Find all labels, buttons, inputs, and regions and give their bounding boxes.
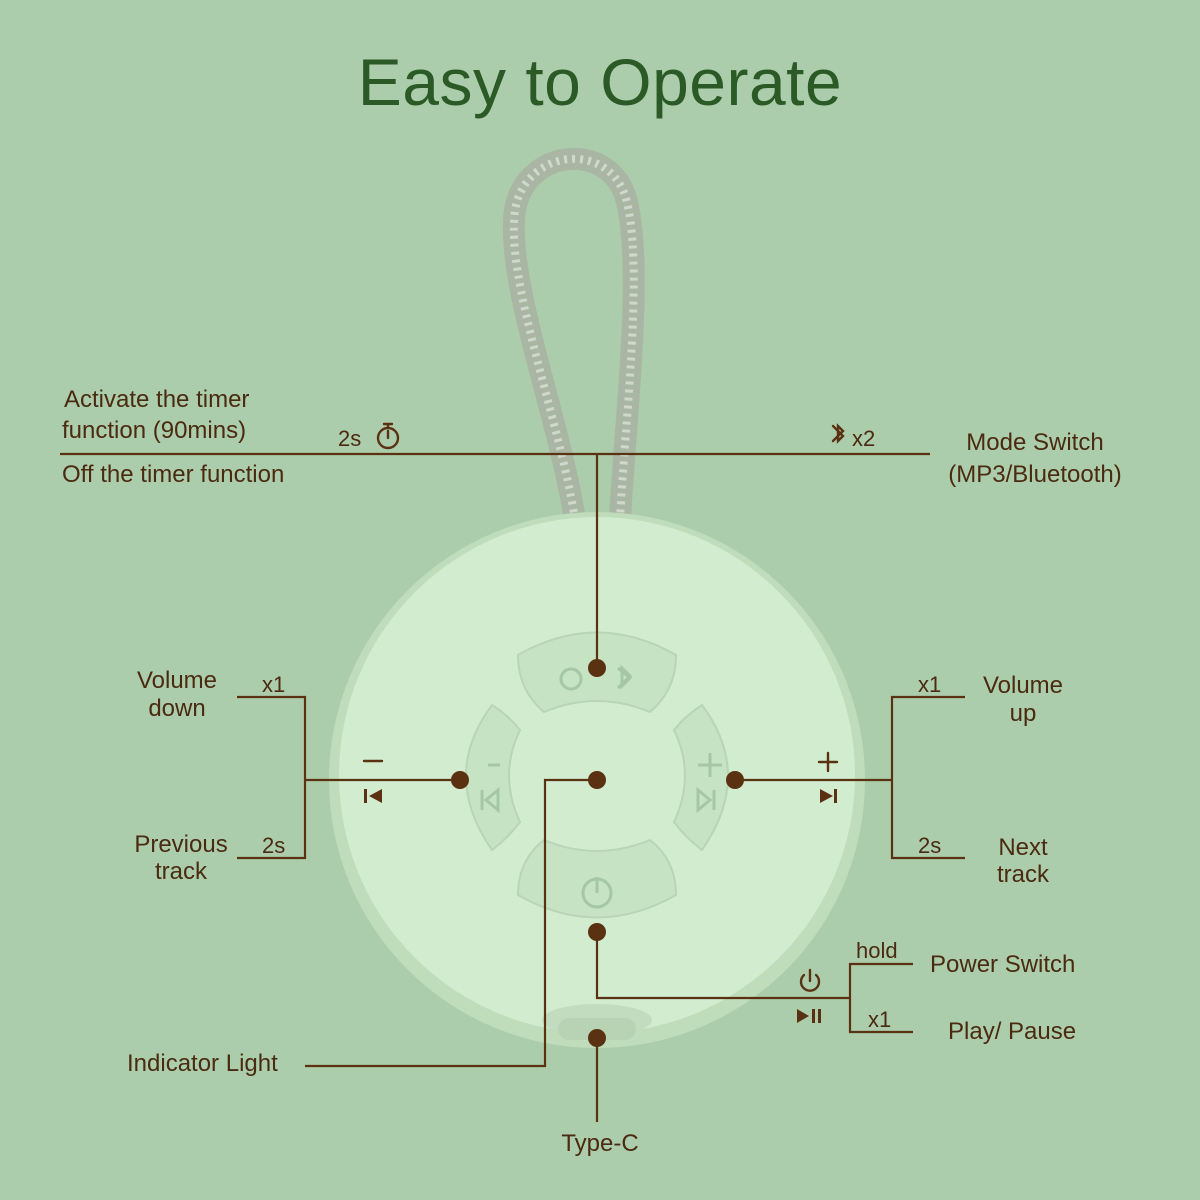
plus-icon <box>817 751 839 773</box>
indicator-light-label: Indicator Light <box>127 1050 278 1077</box>
type-c-label: Type-C <box>561 1130 639 1157</box>
button-plus-icon <box>698 753 722 777</box>
next-icon <box>820 789 837 803</box>
next-press-label: 2s <box>918 833 942 858</box>
mode-press-label: x2 <box>852 426 876 451</box>
page-title: Easy to Operate <box>357 45 843 119</box>
bluetooth-icon <box>831 423 845 444</box>
next-label-2: track <box>996 861 1049 888</box>
play-press-label: x1 <box>868 1007 892 1032</box>
timer-on-label-2: function (90mins) <box>62 417 247 444</box>
volume-up-press-label: x1 <box>918 672 942 697</box>
timer-icon <box>376 422 400 450</box>
play-pause-label: Play/ Pause <box>948 1018 1077 1045</box>
button-next-icon <box>696 786 716 814</box>
play-pause-icon <box>797 1009 821 1023</box>
volume-down-label-1: Volume <box>136 667 218 694</box>
button-timer-icon <box>559 667 583 691</box>
volume-down-label-2: down <box>148 695 206 722</box>
timer-off-label: Off the timer function <box>62 461 285 488</box>
leader-power <box>595 932 850 1000</box>
leader-volume-up <box>890 695 965 860</box>
power-hold-label: hold <box>856 938 898 963</box>
timer-press-label: 2s <box>338 426 362 451</box>
previous-icon <box>364 789 382 803</box>
button-bluetooth-icon <box>616 664 633 690</box>
mode-switch-label-2: (MP3/Bluetooth) <box>948 461 1122 488</box>
previous-label-2: track <box>154 858 207 885</box>
previous-press-label: 2s <box>262 833 286 858</box>
volume-up-label-2: up <box>1009 700 1037 727</box>
volume-down-press-label: x1 <box>262 672 286 697</box>
next-label-1: Next <box>998 834 1048 861</box>
button-previous-icon <box>480 786 500 814</box>
volume-up-label-1: Volume <box>982 672 1064 699</box>
leader-volume-down <box>237 695 307 860</box>
mode-switch-label-1: Mode Switch <box>966 429 1104 456</box>
previous-label-1: Previous <box>134 831 228 858</box>
leader-indicator <box>305 778 597 1068</box>
power-icon <box>799 968 821 992</box>
power-switch-label: Power Switch <box>930 951 1076 978</box>
timer-on-label-1: Activate the timer <box>64 386 250 413</box>
